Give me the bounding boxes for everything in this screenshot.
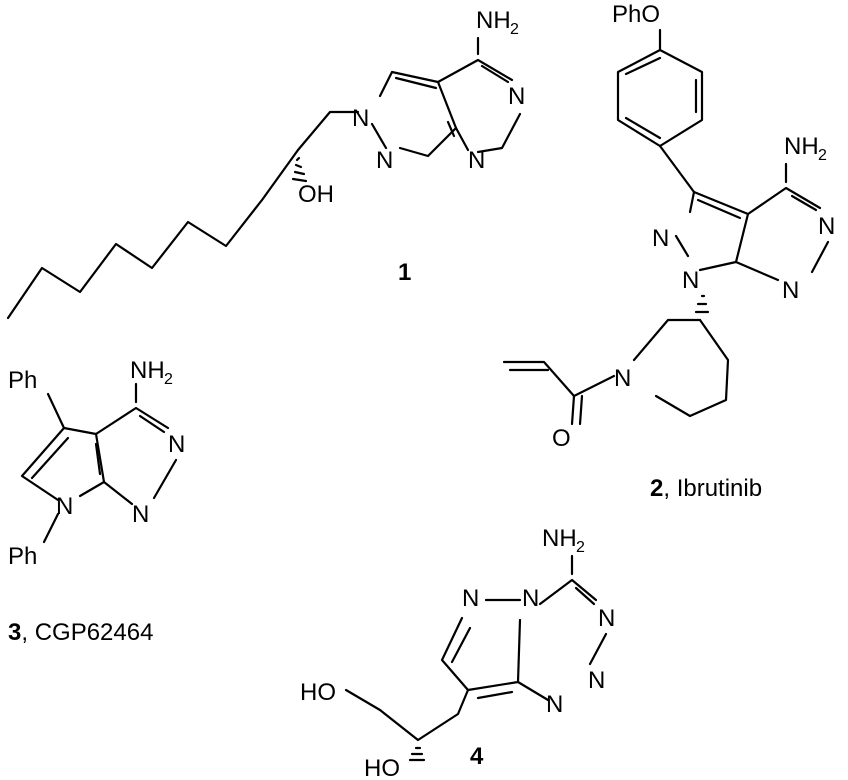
ring-n-atom: N	[598, 605, 615, 632]
nh2-subscript: 2	[510, 21, 519, 38]
stereo-hash-wedge	[408, 746, 426, 762]
ring-n-atom: N	[132, 501, 149, 528]
ring-n-atom: N	[546, 691, 563, 718]
compound-4-structure: NH 2 N N N N N HO HO 4	[300, 525, 615, 780]
piperidine-n-atom: N	[614, 365, 631, 392]
nh2-label: NH	[476, 7, 511, 34]
compound-3-number: 3	[8, 619, 21, 646]
compound-2-structure: PhO NH 2 N N N N N O 2, Ibrutinib	[502, 1, 835, 502]
nh2-subscript: 2	[818, 147, 827, 164]
ring-n-atom: N	[782, 277, 799, 304]
nh2-label: NH	[130, 357, 165, 384]
bridgehead-n-atom: N	[522, 585, 539, 612]
hydroxyl-label: HO	[364, 755, 400, 780]
compound-4-label: 4	[470, 743, 484, 770]
compound-1-structure: NH 2 N N N N OH 1	[6, 7, 525, 320]
stereo-hash-wedge	[291, 156, 308, 183]
pyrazole-n-atom: N	[352, 105, 369, 132]
ring-n-atom: N	[818, 213, 835, 240]
pyrrole-n-atom: N	[56, 493, 73, 520]
compound-1-label: 1	[398, 259, 411, 286]
phenyl-label: Ph	[8, 367, 37, 394]
compound-2-label: 2, Ibrutinib	[650, 475, 762, 502]
stereo-hash-wedge	[694, 294, 710, 314]
phenoxy-label: PhO	[612, 1, 660, 28]
ring-n-atom: N	[462, 585, 479, 612]
pyrazole-n-atom: N	[652, 225, 669, 252]
ring-n-atom: N	[168, 431, 185, 458]
compound-2-name: , Ibrutinib	[663, 475, 762, 502]
phenyl-label: Ph	[8, 543, 37, 570]
pyrazole-n-atom: N	[682, 267, 699, 294]
compound-3-structure: Ph NH 2 N N N Ph 3, CGP62464	[8, 357, 185, 646]
ring-n-atom: N	[508, 83, 525, 110]
compound-2-number: 2	[650, 475, 663, 502]
ring-n-atom: N	[468, 147, 485, 174]
nh2-label: NH	[784, 133, 819, 160]
hydroxyl-label: OH	[298, 181, 334, 208]
hydroxyl-label: HO	[300, 679, 336, 706]
ring-n-atom: N	[588, 667, 605, 694]
pyrazole-n-atom: N	[376, 147, 393, 174]
compound-3-name: , CGP62464	[21, 619, 153, 646]
carbonyl-o-atom: O	[552, 425, 571, 452]
nh2-subscript: 2	[164, 371, 173, 388]
nh2-label: NH	[542, 525, 577, 552]
compound-3-label: 3, CGP62464	[8, 619, 153, 646]
nh2-subscript: 2	[576, 539, 585, 556]
